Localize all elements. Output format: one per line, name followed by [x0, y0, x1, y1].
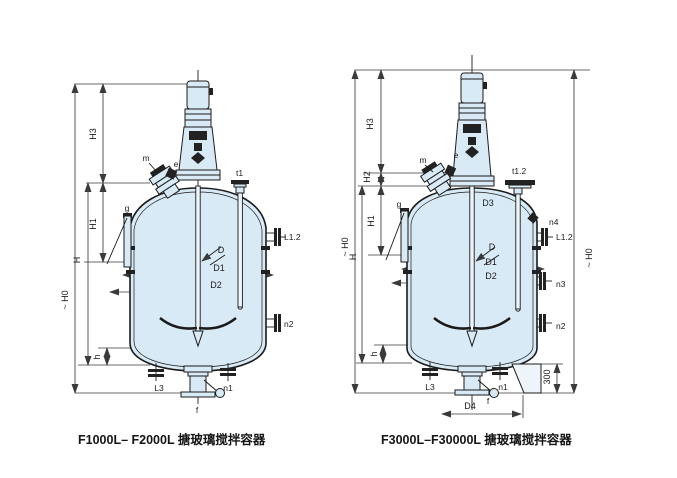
- left-caption: F1000L– F2000L 搪玻璃搅拌容器: [78, 432, 266, 447]
- left-motor: [186, 80, 210, 110]
- left-label-D: D: [218, 245, 225, 255]
- right-label-D: D: [489, 242, 496, 252]
- left-label-e: e: [174, 159, 179, 169]
- right-label-H2: H2: [362, 171, 372, 183]
- right-drive-assembly: [449, 72, 495, 187]
- left-nozzle-L12: [266, 228, 286, 246]
- right-label-t12: t1.2: [512, 166, 526, 176]
- right-nozzle-e: [444, 164, 457, 177]
- right-nozzle-n1: [492, 362, 508, 380]
- right-label-D1: D1: [485, 257, 497, 267]
- right-nozzle-n3: [537, 272, 552, 290]
- left-bottom-outlet: [180, 365, 225, 404]
- left-thermowell-t1: [231, 180, 249, 310]
- left-label-H0: ~ H0: [60, 290, 70, 309]
- right-label-D3: D3: [482, 198, 494, 208]
- right-label-n4: n4: [549, 217, 559, 227]
- left-nozzle-n2: [266, 314, 281, 332]
- right-label-f: f: [487, 396, 490, 406]
- left-label-h: h: [92, 354, 102, 359]
- left-label-H: H: [72, 257, 82, 264]
- left-label-L12: L1.2: [284, 232, 301, 242]
- right-label-300: 300: [542, 369, 552, 384]
- right-bottom-outlet: [454, 365, 499, 410]
- right-label-L3: L3: [425, 382, 435, 392]
- right-label-L12: L1.2: [556, 232, 573, 242]
- left-label-H3: H3: [88, 128, 98, 140]
- right-label-H0-left: ~ H0: [340, 237, 350, 256]
- right-nozzle-n4: [527, 212, 539, 224]
- right-label-m: m: [419, 155, 426, 165]
- right-nozzle-L12: [537, 228, 553, 246]
- right-label-n1: n1: [498, 382, 508, 392]
- right-bracket-g: [385, 208, 409, 263]
- right-foot-L3: [422, 362, 438, 380]
- left-label-L3: L3: [154, 383, 164, 393]
- right-motor: [460, 72, 484, 104]
- right-thermowell-t12: [505, 180, 535, 312]
- left-label-H1: H1: [88, 218, 98, 230]
- left-drive-assembly: [175, 80, 221, 181]
- left-gearbox: [184, 108, 212, 128]
- right-label-H3: H3: [365, 118, 375, 130]
- left-label-m: m: [142, 153, 149, 163]
- right-label-h: h: [369, 351, 379, 356]
- right-label-g: g: [397, 199, 402, 209]
- left-bracket-g: [106, 213, 132, 268]
- right-label-H1: H1: [366, 215, 376, 227]
- left-label-f: f: [196, 405, 199, 415]
- right-gearbox: [458, 102, 486, 121]
- right-caption: F3000L–F30000L 搪玻璃搅拌容器: [381, 432, 572, 447]
- left-manway: [148, 164, 181, 199]
- right-label-e: e: [454, 150, 459, 160]
- right-label-D4: D4: [464, 401, 476, 411]
- right-label-H: H: [348, 254, 358, 261]
- left-label-n1: n1: [223, 383, 233, 393]
- left-label-g: g: [125, 203, 130, 213]
- right-nozzle-n2: [537, 314, 552, 332]
- left-diagram: H3 H1 H ~ H0 h m e t1 g D D1 D2 L1.2 n2 …: [60, 70, 301, 447]
- right-label-H0-right: ~ H0: [584, 248, 594, 267]
- left-nozzle-e: [165, 167, 178, 180]
- left-foot-L3: [148, 363, 164, 381]
- right-label-D2: D2: [485, 271, 497, 281]
- right-label-n2: n2: [556, 321, 566, 331]
- left-label-D2: D2: [210, 280, 222, 290]
- left-agitator: [159, 70, 237, 348]
- left-label-n2: n2: [284, 319, 294, 329]
- left-label-D1: D1: [213, 263, 225, 273]
- right-vessel-inner-wall: [410, 191, 534, 368]
- left-nozzle-n1: [220, 363, 236, 381]
- right-support-bracket: [511, 363, 542, 394]
- right-manway: [419, 161, 452, 197]
- left-label-t1: t1: [236, 168, 243, 178]
- right-diagram: H3 H2 H1 H ~ H0 ~ H0 h 300 m e t1.2 g D3…: [340, 55, 594, 447]
- right-label-n3: n3: [556, 279, 566, 289]
